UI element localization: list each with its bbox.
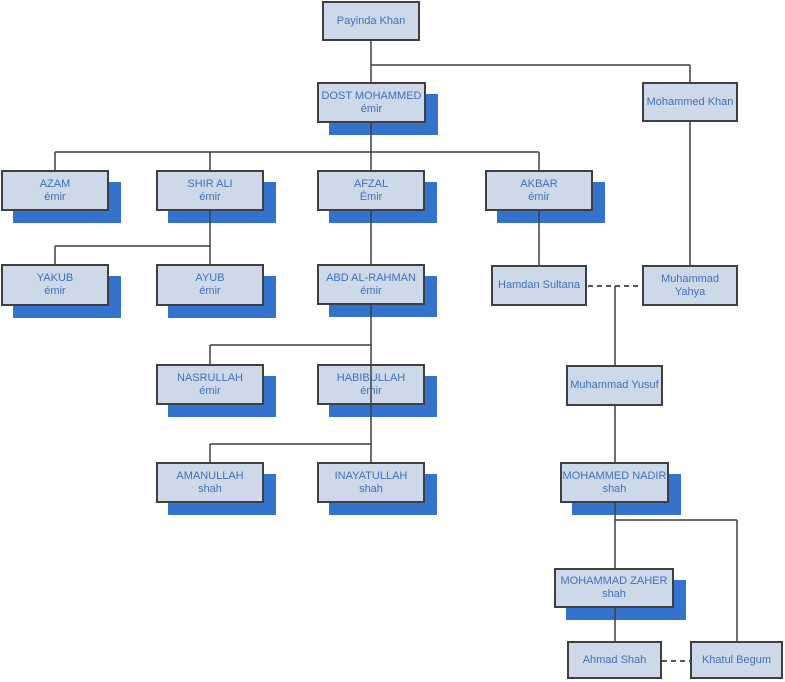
node-title: émir — [360, 102, 383, 115]
node-label: NASRULLAH — [176, 371, 244, 384]
node-label: Khatul Begum — [701, 653, 772, 666]
node-title: émir — [199, 384, 221, 397]
node-ahmad-shah[interactable]: Ahmad Shah — [567, 641, 662, 679]
node-title: shah — [359, 482, 383, 495]
node-label: HABIBULLAH — [336, 371, 406, 384]
node-title: émir — [199, 190, 221, 203]
node-yusuf[interactable]: Muhammad Yusuf — [566, 365, 663, 406]
node-label: INAYATULLAH — [334, 469, 408, 482]
node-title: émir — [199, 285, 221, 297]
node-label: SHIR ALI — [187, 177, 233, 190]
node-label: AYUB — [195, 272, 225, 284]
node-hamdan[interactable]: Hamdan Sultana — [491, 265, 587, 306]
node-label: AFZAL — [353, 177, 389, 190]
node-title: émir — [44, 190, 66, 203]
node-label: YAKUB — [36, 272, 74, 284]
node-mohammed-khan[interactable]: Mohammed Khan — [642, 82, 738, 122]
node-title: Émir — [359, 190, 383, 203]
node-payinda[interactable]: Payinda Khan — [322, 1, 420, 41]
node-label: DOST MOHAMMED — [321, 89, 422, 102]
node-khatul[interactable]: Khatul Begum — [690, 641, 783, 679]
node-label: Muhammad — [660, 272, 720, 285]
node-label: ABD AL-RAHMAN — [326, 271, 416, 284]
node-title: émir — [360, 284, 382, 297]
node-label: Mohammed Khan — [646, 95, 734, 108]
node-label: Hamdan Sultana — [498, 279, 580, 291]
node-label: MOHAMMAD ZAHER — [560, 575, 668, 587]
node-title: shah — [602, 482, 627, 495]
node-label: Ahmad Shah — [582, 653, 647, 666]
node-label: AMANULLAH — [176, 469, 244, 482]
node-title: émir — [44, 285, 66, 297]
node-label: Muhammad Yusuf — [570, 379, 659, 391]
node-title: émir — [528, 190, 550, 203]
node-label: AKBAR — [520, 177, 558, 190]
node-title: émir — [360, 384, 382, 397]
node-label: Payinda Khan — [336, 14, 406, 27]
node-label: MOHAMMED NADIR — [562, 469, 667, 482]
node-title: Yahya — [674, 285, 706, 298]
node-title: shah — [602, 588, 626, 600]
node-label: AZAM — [39, 177, 71, 190]
node-title: shah — [198, 482, 222, 495]
